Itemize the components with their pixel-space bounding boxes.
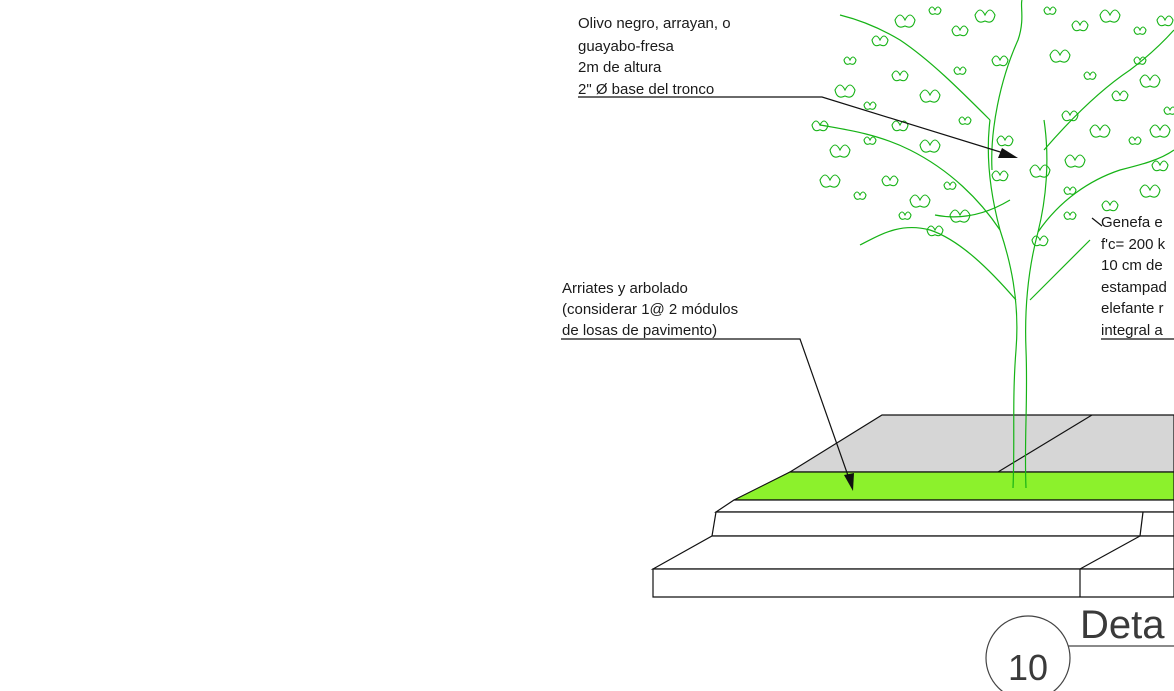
border-note-line-6: integral a — [1101, 322, 1163, 339]
leaf-cluster — [1156, 15, 1174, 27]
leaf-cluster — [928, 6, 942, 15]
tree-note-line-3: 2m de altura — [578, 59, 662, 76]
leaf-cluster — [1089, 124, 1111, 138]
leaf-cluster — [1064, 154, 1086, 168]
border-note-line-1: Genefa e — [1101, 214, 1163, 231]
leaf-cluster — [871, 35, 889, 47]
leaf-cluster — [1099, 9, 1121, 23]
border-note-line-5: elefante r — [1101, 300, 1164, 317]
leaf-cluster — [974, 9, 996, 23]
leaf-cluster — [881, 175, 899, 187]
leaf-cluster — [834, 84, 856, 98]
curb-joint — [1139, 511, 1144, 537]
tree-branch — [991, 0, 1023, 171]
leaf-cluster — [909, 194, 931, 208]
leaf-cluster — [996, 135, 1014, 147]
leaf-cluster — [919, 89, 941, 103]
curb-top — [714, 499, 1174, 513]
tree-note-line-4: 2" Ø base del tronco — [578, 81, 714, 98]
border-note-line-3: 10 cm de — [1101, 257, 1163, 274]
base-face — [652, 568, 1174, 598]
leaf-cluster — [991, 170, 1009, 182]
tree-branch — [1037, 149, 1174, 233]
leaf-cluster — [949, 209, 971, 223]
tree-branch — [934, 199, 1011, 218]
leaf-cluster — [811, 120, 829, 132]
leaf-cluster — [926, 225, 944, 237]
leaf-cluster — [1029, 164, 1051, 178]
leaf-cluster — [1043, 6, 1057, 15]
leaf-cluster — [1083, 71, 1097, 80]
border-note-tick — [1091, 217, 1103, 227]
leaf-cluster — [894, 14, 916, 28]
leaf-cluster — [1111, 90, 1129, 102]
tree-branch — [1043, 29, 1174, 151]
detail-number-circle — [985, 615, 1071, 691]
tree-note-leader — [578, 96, 1011, 156]
planter-note-leader — [561, 338, 853, 488]
leaf-cluster — [1149, 124, 1171, 138]
leaf-cluster — [1128, 136, 1142, 145]
leaf-cluster — [951, 25, 969, 37]
tree-trunk-left — [987, 119, 1018, 489]
detail-number: 10 — [1008, 647, 1048, 688]
pavement-slab — [787, 414, 1174, 473]
leaf-cluster — [853, 191, 867, 200]
tree-illustration — [811, 0, 1174, 489]
leaf-cluster — [863, 101, 877, 110]
planter-note-line-1: Arriates y arbolado — [562, 280, 688, 297]
tree-trunk-right — [1024, 119, 1048, 489]
leaf-cluster — [1139, 184, 1161, 198]
leaf-cluster — [843, 56, 857, 65]
base-top — [650, 535, 1174, 570]
tree-branch — [859, 226, 1017, 301]
detail-title: Deta — [1080, 603, 1165, 647]
leaf-cluster — [1061, 110, 1079, 122]
leaf-cluster — [1101, 200, 1119, 212]
leaf-cluster — [1071, 20, 1089, 32]
leaf-cluster — [829, 144, 851, 158]
tree-branch — [819, 124, 1001, 231]
tree-foliage — [811, 6, 1174, 247]
leaf-cluster — [991, 55, 1009, 67]
border-note-line-4: estampad — [1101, 279, 1167, 296]
leaf-cluster — [1031, 235, 1049, 247]
planter-note-line-3: de losas de pavimento) — [562, 322, 717, 339]
leaf-cluster — [891, 120, 909, 132]
leaf-cluster — [898, 211, 912, 220]
leaf-cluster — [891, 70, 909, 82]
leaf-cluster — [1063, 211, 1077, 220]
leaf-cluster — [958, 116, 972, 125]
leaf-cluster — [1139, 74, 1161, 88]
leaf-cluster — [1151, 160, 1169, 172]
planter-note-arrowhead — [844, 473, 854, 491]
leaf-cluster — [1133, 26, 1147, 35]
leaf-cluster — [919, 139, 941, 153]
curb-face — [711, 511, 1174, 537]
tree-note-arrowhead — [998, 148, 1018, 158]
planter-strip — [733, 471, 1174, 501]
leaf-cluster — [1049, 49, 1071, 63]
tree-note-line-2: guayabo-fresa — [578, 38, 675, 55]
planter-note-line-2: (considerar 1@ 2 módulos — [562, 301, 738, 318]
leaf-cluster — [1063, 186, 1077, 195]
leaf-cluster — [863, 136, 877, 145]
tree-note-line-1: Olivo negro, arrayan, o — [578, 15, 731, 32]
tree-branch — [1029, 239, 1091, 301]
leaf-cluster — [1163, 106, 1174, 115]
border-note-line-2: f'c= 200 k — [1101, 236, 1166, 253]
leaf-cluster — [1133, 56, 1147, 65]
tree-branch — [839, 14, 991, 121]
base-joint — [1079, 535, 1141, 570]
leaf-cluster — [819, 174, 841, 188]
leaf-cluster — [953, 66, 967, 75]
leaf-cluster — [943, 181, 957, 190]
